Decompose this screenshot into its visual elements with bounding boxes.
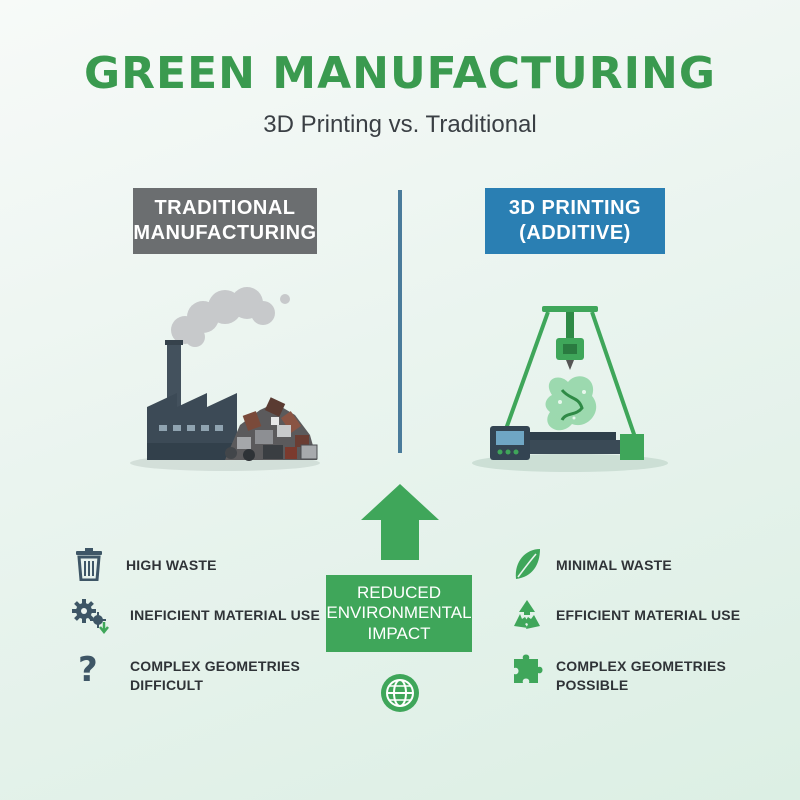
- complex-difficult-line-2: DIFFICULT: [130, 676, 204, 693]
- gears-down-icon: [72, 599, 109, 634]
- minimal-waste-text: MINIMAL WASTE: [556, 557, 672, 573]
- reduced-impact-box: REDUCED ENVIRONMENTAL IMPACT: [326, 575, 472, 652]
- recycle-icon: [514, 600, 540, 629]
- complex-difficult-line-1: COMPLEX GEOMETRIES: [130, 658, 301, 674]
- reduced-impact-line-1: REDUCED: [356, 582, 442, 602]
- center-divider: [398, 190, 402, 453]
- printing-header-line-1: 3D PRINTING: [508, 197, 642, 219]
- minimal-waste-label: MINIMAL WASTE: [556, 556, 672, 575]
- globe-icon: [381, 674, 419, 712]
- traditional-header: TRADITIONAL MANUFACTURING: [133, 188, 317, 254]
- reduced-impact-line-3: IMPACT: [367, 623, 431, 643]
- 3d-printer-illustration: [472, 306, 668, 472]
- leaf-icon: [515, 549, 540, 579]
- traditional-header-line-2: MANUFACTURING: [133, 222, 317, 244]
- efficient-material-text: EFFICIENT MATERIAL USE: [556, 607, 741, 623]
- complex-possible-line-1: COMPLEX GEOMETRIES: [556, 658, 727, 674]
- high-waste-label: HIGH WASTE: [126, 556, 217, 575]
- complex-possible-label: COMPLEX GEOMETRIES POSSIBLE: [556, 657, 726, 695]
- traditional-header-line-1: TRADITIONAL: [154, 197, 296, 219]
- trash-icon: [76, 548, 102, 581]
- reduced-impact-line-2: ENVIRONMENTAL: [326, 603, 472, 623]
- efficient-material-label: EFFICIENT MATERIAL USE: [556, 606, 740, 625]
- question-icon: ?: [78, 650, 98, 690]
- puzzle-icon: [514, 654, 543, 683]
- factory-illustration: [130, 287, 320, 471]
- inefficient-material-label: INEFICIENT MATERIAL USE: [130, 606, 320, 625]
- high-waste-text: HIGH WASTE: [126, 557, 217, 573]
- complex-difficult-label: COMPLEX GEOMETRIES DIFFICULT: [130, 657, 300, 695]
- page-subtitle: 3D Printing vs. Traditional: [263, 111, 537, 138]
- page-title: GREEN MANUFACTURING: [84, 48, 716, 99]
- printing-header-line-2: (ADDITIVE): [519, 222, 631, 244]
- complex-possible-line-2: POSSIBLE: [556, 676, 629, 693]
- printing-header: 3D PRINTING (ADDITIVE): [485, 188, 665, 254]
- inefficient-material-text: INEFICIENT MATERIAL USE: [130, 607, 320, 623]
- up-arrow-icon: [361, 484, 439, 560]
